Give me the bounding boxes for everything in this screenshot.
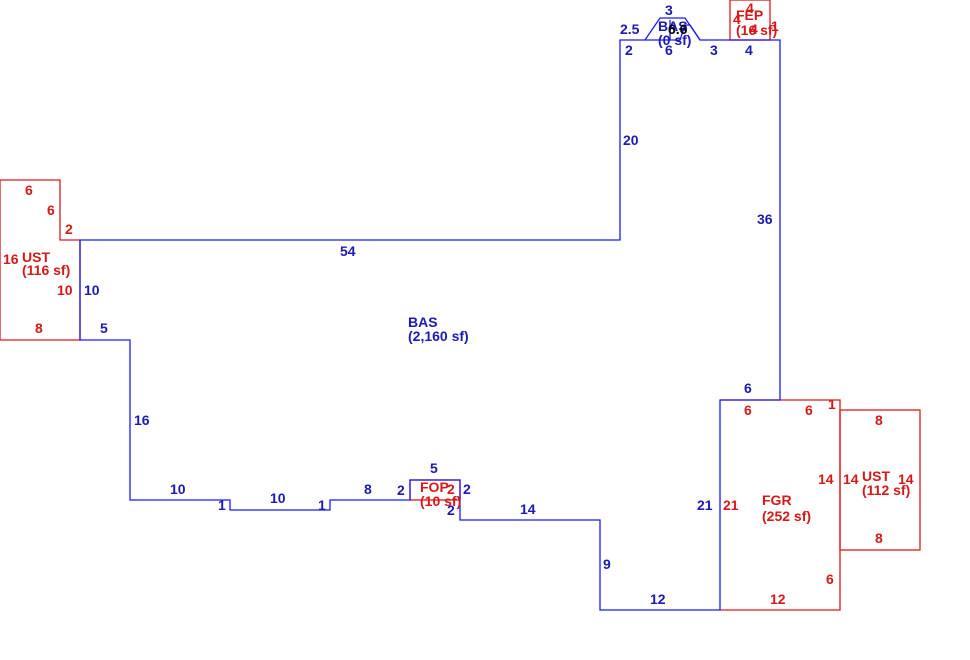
- dim-label: 6: [826, 571, 834, 587]
- dim-label: 8: [875, 412, 883, 428]
- dim-label: 8: [364, 481, 372, 497]
- dim-label: 21: [723, 497, 739, 513]
- dim-label: 1: [828, 396, 836, 412]
- dim-label: 36: [757, 211, 773, 227]
- dim-label: 2.5: [620, 21, 640, 37]
- dim-label: 5: [100, 320, 108, 336]
- fep-size: (16 sf): [736, 22, 777, 38]
- dim-label: 20: [623, 132, 639, 148]
- dim-label: 2: [65, 221, 73, 237]
- bas-main-outline: [79, 24, 781, 611]
- bas-small-outline: [644, 17, 701, 41]
- dim-label: 5: [430, 460, 438, 476]
- dim-label: 6: [665, 42, 673, 58]
- dim-label: 12: [650, 591, 666, 607]
- dim-label: 14: [520, 501, 536, 517]
- dim-label: 2: [447, 481, 455, 497]
- dim-label: 16: [134, 412, 150, 428]
- dim-label: 6: [47, 202, 55, 218]
- dim-label: 10: [84, 282, 100, 298]
- dim-label: 4: [746, 0, 754, 16]
- dim-label: 6: [744, 380, 752, 396]
- dim-label: 3: [710, 42, 718, 58]
- dim-label: 12: [770, 591, 786, 607]
- dim-label: 1: [218, 497, 226, 513]
- dim-label: 4: [733, 11, 741, 27]
- dim-label: 14: [843, 471, 859, 487]
- dim-label: 4: [745, 42, 753, 58]
- fep-name: FEP: [736, 7, 763, 23]
- fop-size: (10 sf): [420, 493, 461, 509]
- dim-label: 3: [665, 2, 673, 18]
- bas-small-size: (0 sf): [658, 32, 691, 48]
- dim-label: 2: [463, 481, 471, 497]
- ust-right-name: UST: [862, 468, 890, 484]
- bas-small-name: BAS: [658, 18, 688, 34]
- dim-label: 4: [750, 21, 758, 37]
- dim-label: 14: [818, 471, 834, 487]
- dim-label: 14: [898, 471, 914, 487]
- dim-label: 2: [625, 42, 633, 58]
- dim-label: 10: [57, 282, 73, 298]
- dim-label: 2: [397, 482, 405, 498]
- dim-label: 6: [744, 402, 752, 418]
- dim-label: 21: [697, 497, 713, 513]
- ust-left-size: (116 sf): [22, 262, 70, 278]
- dim-label: 6: [805, 402, 813, 418]
- dim-label: 10: [270, 490, 286, 506]
- dim-label: 16: [3, 251, 19, 267]
- dim-label: 8: [875, 530, 883, 546]
- dim-label: 1: [318, 497, 326, 513]
- bas-main-name: BAS: [408, 314, 438, 330]
- fgr-size: (252 sf): [762, 508, 811, 524]
- bas-small-dim: 6.6: [668, 21, 688, 37]
- ust-right-outline: [839, 409, 921, 551]
- ust-left-name: UST: [22, 249, 50, 265]
- fop-name: FOP: [420, 479, 449, 495]
- dim-label: 8: [35, 320, 43, 336]
- fgr-name: FGR: [762, 492, 792, 508]
- dim-label: 1: [771, 18, 779, 34]
- dim-label: 54: [340, 243, 356, 259]
- bas-main-size: (2,160 sf): [408, 328, 469, 344]
- dim-label: 6: [25, 182, 33, 198]
- dim-label: 10: [170, 481, 186, 497]
- ust-right-size: (112 sf): [862, 482, 910, 498]
- dim-label: 2: [447, 502, 455, 518]
- dim-label: 9: [603, 556, 611, 572]
